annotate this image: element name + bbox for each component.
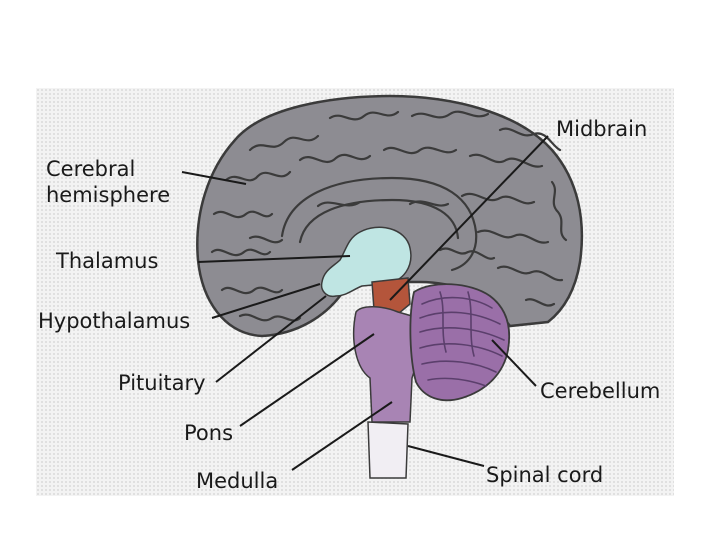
thalamus-shape [320, 226, 412, 298]
label-cerebellum: Cerebellum [540, 379, 660, 403]
label-cerebral-line2: hemisphere [46, 183, 170, 207]
leader-cerebellum [491, 339, 537, 387]
spinal-cord-shape [367, 421, 409, 479]
brainstem-shape [352, 306, 419, 423]
leader-lines [181, 135, 549, 471]
label-hypothalamus: Hypothalamus [38, 309, 190, 333]
label-pons: Pons [184, 421, 233, 445]
label-thalamus: Thalamus [55, 249, 158, 273]
label-medulla: Medulla [196, 469, 278, 493]
labels: Cerebral hemisphere Thalamus Hypothalamu… [38, 117, 660, 493]
label-midbrain: Midbrain [556, 117, 647, 141]
leader-spinal-cord [407, 445, 485, 467]
leader-cerebral [181, 171, 247, 185]
corpus-callosum-inner [298, 198, 460, 244]
cerebrum-folds [210, 110, 568, 322]
label-pituitary: Pituitary [118, 371, 206, 395]
leader-pons [239, 333, 375, 427]
leader-thalamus [197, 255, 351, 263]
label-cerebral-line1: Cerebral [46, 157, 135, 181]
cerebellum-folia [419, 291, 505, 387]
corpus-callosum [280, 176, 478, 272]
label-spinal-cord: Spinal cord [486, 463, 603, 487]
leader-pituitary [215, 295, 327, 383]
leader-midbrain [389, 135, 549, 301]
midbrain-shape [371, 277, 411, 315]
leader-medulla [291, 401, 393, 471]
leader-hypothalamus [211, 283, 321, 319]
